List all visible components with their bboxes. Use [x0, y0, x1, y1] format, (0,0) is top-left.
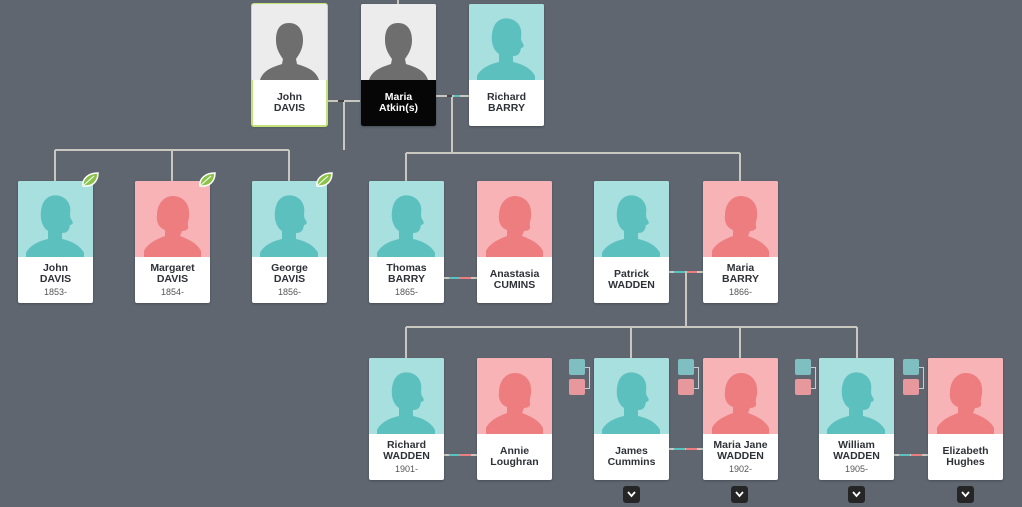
parents-icon[interactable]	[569, 359, 591, 397]
chevron-down-icon	[735, 491, 744, 498]
person-years: 1865-	[394, 287, 419, 297]
person-first-name: Maria Jane	[713, 439, 768, 451]
person-first-name: Thomas	[386, 262, 427, 274]
person-silhouette-icon	[361, 4, 436, 80]
chevron-down-icon	[961, 491, 970, 498]
person-first-name: Richard	[486, 91, 527, 103]
person-silhouette-icon	[252, 4, 327, 80]
person-last-name: WADDEN	[608, 279, 655, 291]
person-last-name: BARRY	[388, 273, 425, 285]
male-silhouette-icon	[252, 181, 327, 257]
person-first-name: James	[615, 445, 648, 457]
person-first-name: Anastasia	[489, 268, 540, 280]
person-first-name: Maria	[384, 91, 413, 103]
male-silhouette-icon	[594, 358, 669, 434]
expand-descendants-button[interactable]	[848, 486, 865, 503]
person-last-name: CUMINS	[493, 279, 536, 291]
person-first-name: John	[42, 262, 69, 274]
leaf-icon[interactable]	[314, 171, 334, 189]
female-silhouette-icon	[703, 358, 778, 434]
parents-icon[interactable]	[678, 359, 700, 397]
person-years: 1856-	[277, 287, 302, 297]
person-last-name: BARRY	[488, 102, 525, 114]
person-last-name: WADDEN	[383, 450, 430, 462]
expand-descendants-button[interactable]	[957, 486, 974, 503]
female-silhouette-icon	[477, 181, 552, 257]
male-silhouette-icon	[594, 181, 669, 257]
person-first-name: Maria	[726, 262, 755, 274]
person-years: 1901-	[394, 464, 419, 474]
leaf-icon[interactable]	[80, 171, 100, 189]
person-last-name: Cummins	[607, 456, 656, 468]
person-first-name: William	[838, 439, 875, 451]
person-last-name: DAVIS	[273, 102, 306, 114]
female-silhouette-icon	[928, 358, 1003, 434]
person-years: 1905-	[844, 464, 869, 474]
person-first-name: Annie	[499, 445, 530, 457]
person-last-name: BARRY	[722, 273, 759, 285]
person-last-name: DAVIS	[156, 273, 189, 285]
leaf-icon[interactable]	[197, 171, 217, 189]
male-silhouette-icon	[369, 358, 444, 434]
person-first-name: George	[271, 262, 308, 274]
person-years: 1866-	[728, 287, 753, 297]
person-years: 1902-	[728, 464, 753, 474]
female-silhouette-icon	[703, 181, 778, 257]
male-silhouette-icon	[819, 358, 894, 434]
male-silhouette-icon	[18, 181, 93, 257]
person-last-name: DAVIS	[273, 273, 306, 285]
expand-descendants-button[interactable]	[731, 486, 748, 503]
person-first-name: Patrick	[613, 268, 650, 280]
male-silhouette-icon	[369, 181, 444, 257]
person-first-name: Richard	[386, 439, 427, 451]
female-silhouette-icon	[477, 358, 552, 434]
person-last-name: DAVIS	[39, 273, 72, 285]
chevron-down-icon	[852, 491, 861, 498]
person-last-name: Loughran	[490, 456, 539, 468]
expand-descendants-button[interactable]	[623, 486, 640, 503]
female-silhouette-icon	[135, 181, 210, 257]
person-last-name: WADDEN	[717, 450, 764, 462]
person-last-name: Atkin(s)	[378, 102, 419, 114]
person-first-name: John	[276, 91, 303, 103]
male-silhouette-icon	[469, 4, 544, 80]
person-first-name: Margaret	[150, 262, 195, 274]
person-years: 1854-	[160, 287, 185, 297]
parents-icon[interactable]	[795, 359, 817, 397]
person-years: 1853-	[43, 287, 68, 297]
person-last-name: Hughes	[946, 456, 985, 468]
person-last-name: WADDEN	[833, 450, 880, 462]
parents-icon[interactable]	[903, 359, 925, 397]
chevron-down-icon	[627, 491, 636, 498]
person-first-name: Elizabeth	[942, 445, 989, 457]
